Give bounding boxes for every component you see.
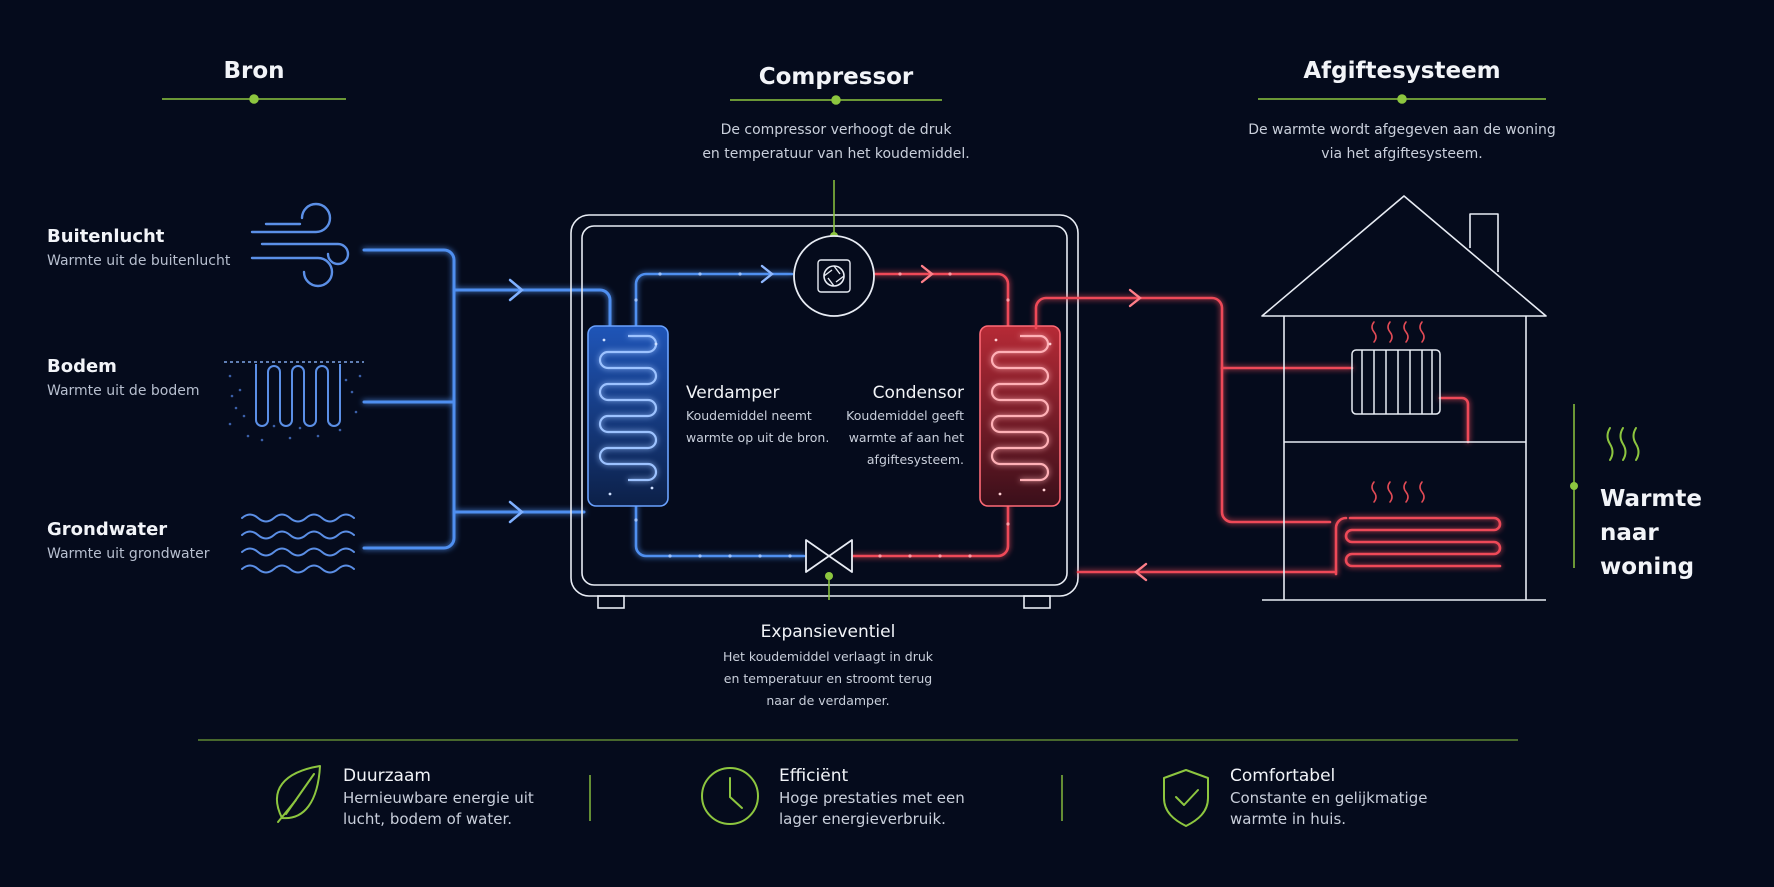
- section-title-compressor: Compressor: [758, 64, 914, 90]
- shield-check-icon: [1163, 769, 1209, 827]
- distribution-pipes: [1034, 296, 1502, 576]
- benefit-separators: [589, 775, 1063, 821]
- clock-icon: [701, 767, 759, 825]
- source-grondwater: Grondwater Warmte uit grondwater: [47, 519, 210, 562]
- benefit-efficient: Efficiënt Hoge prestaties met een lager …: [779, 766, 965, 828]
- component-condensor: Condensor Koudemiddel geeft warmte af aa…: [846, 383, 964, 467]
- circuit-arrows: [760, 264, 934, 284]
- circuit-flow-dots: [634, 272, 1010, 558]
- compressor-description: De compressor verhoogt de druk en temper…: [702, 122, 970, 162]
- water-waves-icon: [241, 513, 355, 574]
- floor-heating-heat-icon: [1371, 481, 1425, 503]
- header-underlines: [162, 94, 1546, 105]
- expansion-valve-icon: [805, 539, 853, 600]
- radiator-heat-icon: [1371, 321, 1425, 343]
- wind-icon: [250, 202, 350, 288]
- evaporator: [587, 325, 669, 507]
- source-pipes: [362, 248, 612, 550]
- source-buitenlucht: Buitenlucht Warmte uit de buitenlucht: [47, 226, 231, 269]
- source-bodem: Bodem Warmte uit de bodem: [47, 356, 200, 399]
- component-expansieventiel: Expansieventiel Het koudemiddel verlaagt…: [722, 622, 934, 708]
- condenser: [979, 325, 1061, 507]
- heat-pump-housing: [570, 214, 1079, 609]
- benefit-duurzaam: Duurzaam Hernieuwbare energie uit lucht,…: [343, 766, 534, 828]
- compressor-icon: [793, 180, 875, 317]
- ground-loop-icon: [224, 361, 364, 442]
- afgifte-description: De warmte wordt afgegeven aan de woning …: [1248, 122, 1556, 162]
- output-label: Warmte naar woning: [1600, 486, 1702, 580]
- component-verdamper: Verdamper Koudemiddel neemt warmte op ui…: [686, 383, 830, 445]
- radiator-icon: [1351, 349, 1441, 415]
- refrigerant-circuit-cold: [634, 272, 806, 558]
- leaf-icon: [276, 765, 321, 823]
- section-title-bron: Bron: [223, 58, 285, 84]
- heat-waves-icon: [1606, 427, 1640, 461]
- output-indicator: [1570, 404, 1578, 568]
- inlet-arrows: [508, 278, 524, 524]
- distribution-arrows: [1128, 288, 1148, 582]
- house-outline: [1261, 195, 1547, 601]
- refrigerant-circuit-hot: [850, 272, 1010, 558]
- section-title-afgiftesysteem: Afgiftesysteem: [1303, 58, 1501, 84]
- benefit-comfortabel: Comfortabel Constante en gelijkmatige wa…: [1230, 766, 1428, 828]
